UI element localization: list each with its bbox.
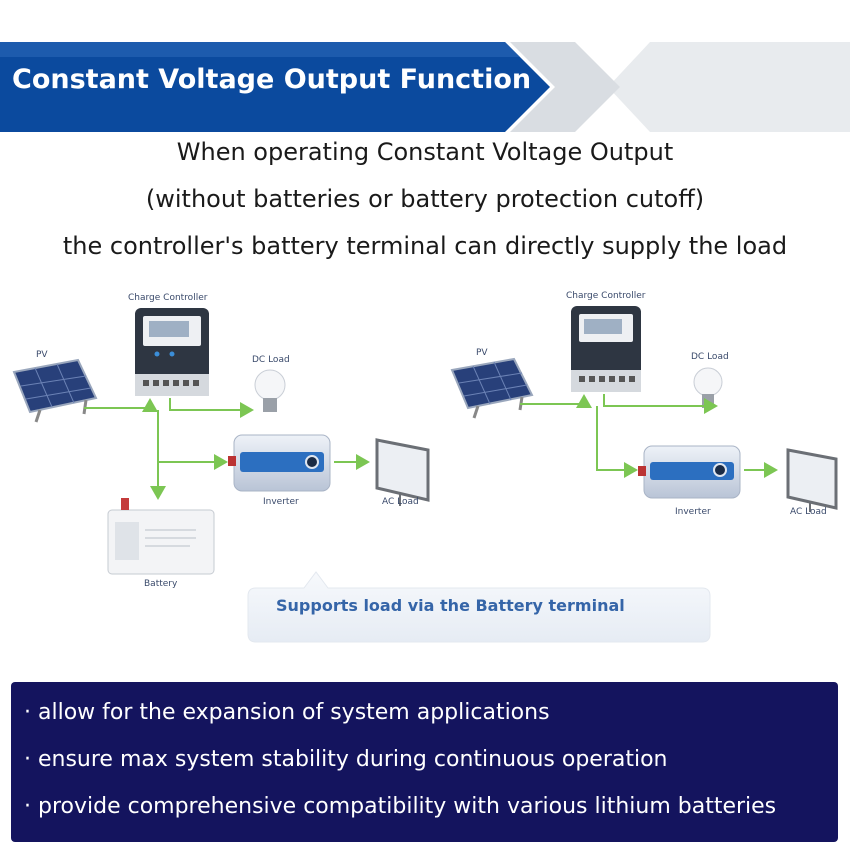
diagram-without-battery: [450, 306, 838, 512]
label-inverter: Inverter: [675, 507, 711, 517]
callout-text: Supports load via the Battery terminal: [276, 596, 625, 615]
chevron-light-far: [608, 42, 850, 132]
bulb-icon: [693, 367, 723, 408]
chevron-light: [510, 42, 620, 132]
feature-item: · provide comprehensive compatibility wi…: [24, 794, 777, 819]
intro-line-3: the controller's battery terminal can di…: [62, 232, 788, 260]
tv-icon: [375, 438, 430, 506]
label-pv: PV: [476, 348, 488, 358]
inverter-icon: [228, 434, 331, 492]
banner-highlight: [0, 42, 520, 57]
banner-shape: [0, 42, 550, 132]
feature-box: [11, 682, 838, 842]
connection-arrows: [520, 394, 778, 478]
intro-line-2: (without batteries or battery protection…: [145, 185, 705, 213]
feature-item: · ensure max system stability during con…: [24, 747, 668, 772]
label-pv: PV: [36, 350, 48, 360]
connection-arrows: [84, 398, 370, 500]
inverter-icon: [638, 445, 741, 499]
charge-controller-icon: [135, 308, 209, 396]
label-ac-load: AC Load: [790, 507, 827, 517]
label-charge-controller: Charge Controller: [128, 293, 208, 303]
label-inverter: Inverter: [263, 497, 299, 507]
label-dc-load: DC Load: [252, 355, 290, 365]
bulb-icon: [254, 369, 286, 412]
label-battery: Battery: [144, 579, 178, 589]
diagram-with-battery: [12, 308, 430, 575]
battery-icon: [107, 498, 215, 575]
feature-item: · allow for the expansion of system appl…: [24, 700, 550, 725]
solar-panel-icon: [12, 358, 98, 423]
label-dc-load: DC Load: [691, 352, 729, 362]
solar-panel-icon: [450, 357, 534, 419]
charge-controller-icon: [571, 306, 641, 392]
label-charge-controller: Charge Controller: [566, 291, 646, 301]
label-ac-load: AC Load: [382, 497, 419, 507]
page-title: Constant Voltage Output Function: [12, 64, 532, 95]
callout-bubble: [247, 571, 711, 643]
intro-line-1: When operating Constant Voltage Output: [176, 138, 674, 166]
header-banner: [0, 42, 850, 132]
tv-icon: [786, 448, 838, 512]
